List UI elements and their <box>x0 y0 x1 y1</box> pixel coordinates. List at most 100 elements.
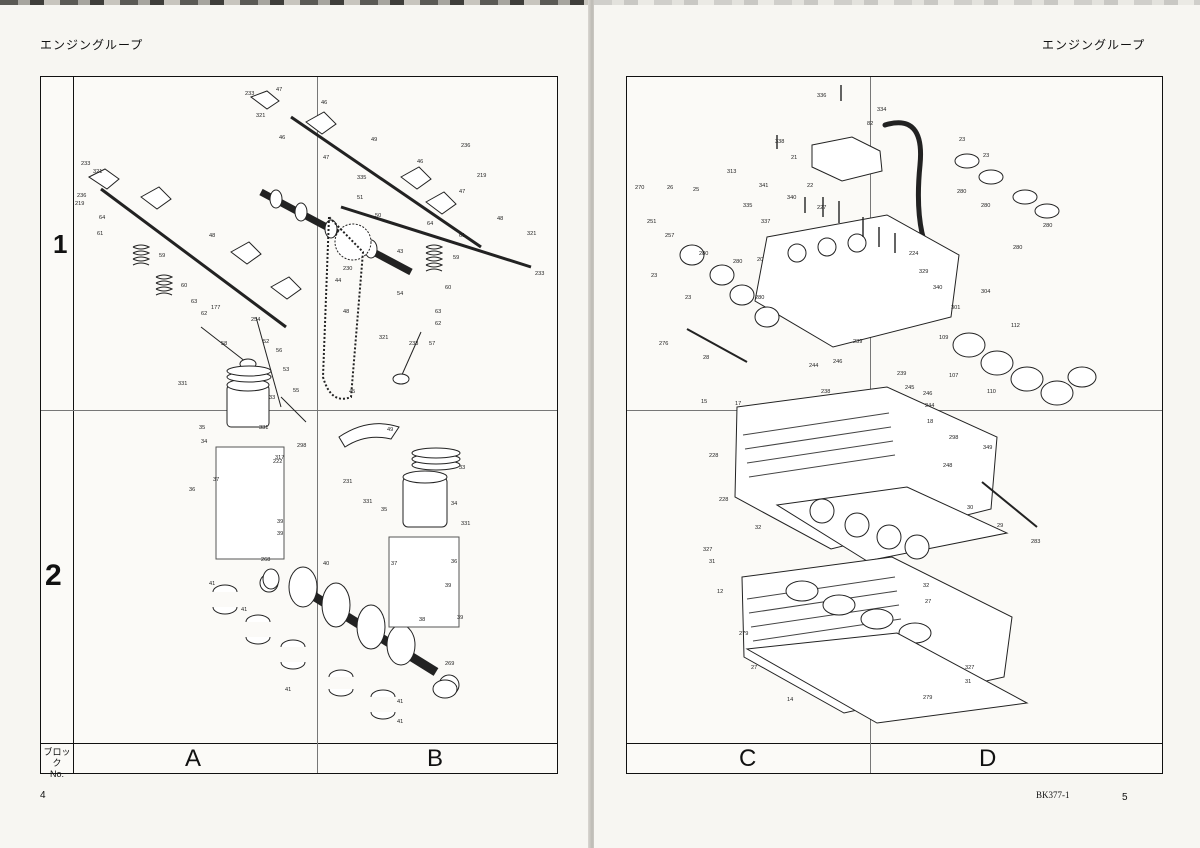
svg-text:35: 35 <box>381 507 387 513</box>
svg-text:58: 58 <box>221 341 227 347</box>
svg-text:46: 46 <box>321 100 327 106</box>
svg-text:40: 40 <box>323 561 329 567</box>
svg-text:36: 36 <box>451 559 457 565</box>
svg-text:59: 59 <box>159 253 165 259</box>
svg-text:219: 219 <box>75 201 84 207</box>
svg-text:251: 251 <box>647 219 656 225</box>
svg-text:82: 82 <box>867 121 873 127</box>
svg-text:38: 38 <box>419 617 425 623</box>
svg-text:61: 61 <box>97 231 103 237</box>
svg-text:60: 60 <box>181 283 187 289</box>
svg-text:331: 331 <box>461 521 470 527</box>
svg-text:331: 331 <box>363 499 372 505</box>
svg-text:46: 46 <box>417 159 423 165</box>
svg-text:335: 335 <box>743 203 752 209</box>
svg-text:25: 25 <box>693 187 699 193</box>
svg-text:56: 56 <box>276 348 282 354</box>
svg-text:39: 39 <box>277 519 283 525</box>
svg-text:26: 26 <box>667 185 673 191</box>
left-page-number: 4 <box>40 790 46 801</box>
svg-text:279: 279 <box>739 631 748 637</box>
right-page-header: エンジングループ <box>1042 38 1146 52</box>
block-label-text: ブロック <box>43 747 71 768</box>
svg-text:55: 55 <box>293 388 299 394</box>
svg-text:63: 63 <box>435 309 441 315</box>
svg-text:230: 230 <box>343 266 352 272</box>
svg-text:276: 276 <box>659 341 668 347</box>
catalog-reference: BK377-1 <box>1036 790 1070 800</box>
svg-text:31: 31 <box>709 559 715 565</box>
svg-text:301: 301 <box>951 305 960 311</box>
block-label-no: No. <box>49 769 64 779</box>
book-gutter <box>588 0 596 848</box>
column-divider-ab <box>317 77 318 773</box>
svg-text:280: 280 <box>957 189 966 195</box>
svg-text:48: 48 <box>209 233 215 239</box>
svg-text:268: 268 <box>261 557 270 563</box>
svg-text:233: 233 <box>81 161 90 167</box>
svg-text:63: 63 <box>191 299 197 305</box>
svg-text:228: 228 <box>719 497 728 503</box>
svg-text:219: 219 <box>477 173 486 179</box>
svg-text:233: 233 <box>409 341 418 347</box>
svg-text:23: 23 <box>959 137 965 143</box>
scan-edge <box>0 0 590 5</box>
svg-text:32: 32 <box>755 525 761 531</box>
row-label-1: 1 <box>53 229 68 259</box>
svg-text:61: 61 <box>459 233 465 239</box>
svg-text:62: 62 <box>201 311 207 317</box>
col-label-d: D <box>979 745 997 772</box>
svg-text:233: 233 <box>245 91 254 97</box>
svg-text:21: 21 <box>791 155 797 161</box>
svg-text:39: 39 <box>457 615 463 621</box>
svg-text:321: 321 <box>379 335 388 341</box>
svg-text:107: 107 <box>949 373 958 379</box>
col-label-b: B <box>427 745 444 772</box>
svg-text:331: 331 <box>178 381 187 387</box>
svg-text:246: 246 <box>923 391 932 397</box>
svg-text:43: 43 <box>397 249 403 255</box>
svg-text:64: 64 <box>427 221 433 227</box>
svg-text:32: 32 <box>923 583 929 589</box>
svg-text:45: 45 <box>349 389 355 395</box>
svg-text:280: 280 <box>733 259 742 265</box>
svg-text:37: 37 <box>213 477 219 483</box>
svg-text:231: 231 <box>343 479 352 485</box>
svg-text:334: 334 <box>877 107 886 113</box>
svg-text:239: 239 <box>897 371 906 377</box>
svg-text:33: 33 <box>459 465 465 471</box>
svg-text:279: 279 <box>923 695 932 701</box>
svg-text:14: 14 <box>787 697 793 703</box>
svg-text:248: 248 <box>943 463 952 469</box>
svg-text:30: 30 <box>967 505 973 511</box>
svg-text:340: 340 <box>787 195 796 201</box>
svg-text:62: 62 <box>435 321 441 327</box>
svg-text:280: 280 <box>1043 223 1052 229</box>
svg-text:327: 327 <box>965 665 974 671</box>
svg-text:41: 41 <box>397 699 403 705</box>
svg-text:236: 236 <box>77 193 86 199</box>
svg-text:109: 109 <box>939 335 948 341</box>
scan-edge-right <box>594 0 1200 5</box>
svg-text:317: 317 <box>275 455 284 461</box>
svg-text:335: 335 <box>357 175 366 181</box>
svg-text:280: 280 <box>981 203 990 209</box>
right-page-number: 5 <box>1122 792 1128 803</box>
svg-text:337: 337 <box>761 219 770 225</box>
svg-text:270: 270 <box>635 185 644 191</box>
svg-text:41: 41 <box>209 581 215 587</box>
svg-text:23: 23 <box>651 273 657 279</box>
svg-text:313: 313 <box>727 169 736 175</box>
svg-text:112: 112 <box>1011 323 1020 329</box>
row-divider-12 <box>41 410 557 411</box>
svg-text:110: 110 <box>987 389 996 395</box>
svg-text:44: 44 <box>335 278 341 284</box>
svg-text:246: 246 <box>833 359 842 365</box>
svg-text:177: 177 <box>211 305 220 311</box>
svg-text:41: 41 <box>285 687 291 693</box>
left-page: エンジングループ 1 2 ブロック No. A B <box>0 0 590 848</box>
svg-text:27: 27 <box>751 665 757 671</box>
svg-text:15: 15 <box>701 399 707 405</box>
label-column-divider <box>73 77 75 773</box>
